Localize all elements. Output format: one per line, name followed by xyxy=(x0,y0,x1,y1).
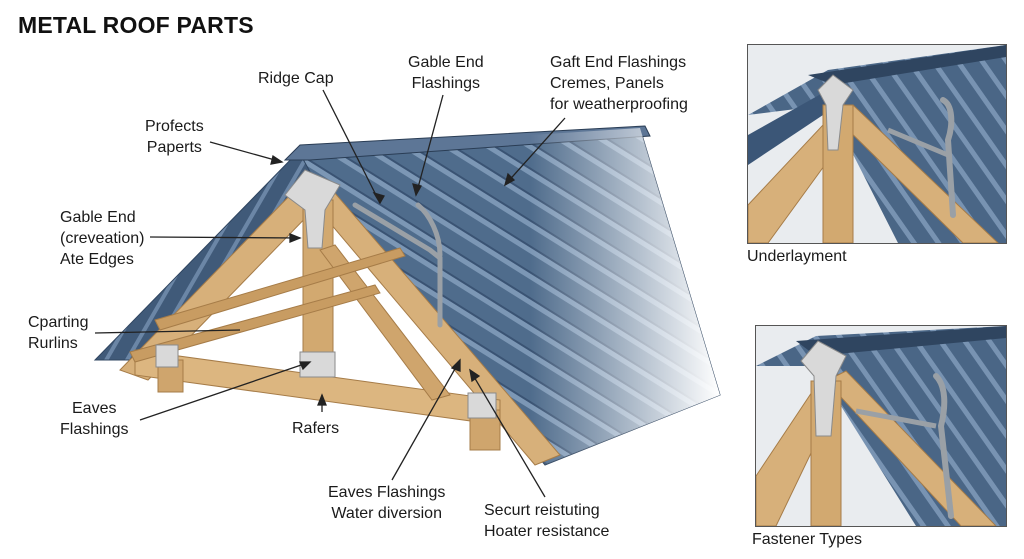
caption-underlayment: Underlayment xyxy=(747,248,847,265)
label-eaves-water-diversion: Eaves Flashings Water diversion xyxy=(328,484,446,522)
inset-fastener-types xyxy=(755,325,1007,527)
label-gaft-end-flashings: Gaft End Flashings Cremes, Panels for we… xyxy=(550,54,688,113)
ridge-plate xyxy=(284,169,341,249)
label-cparting-rurlins: Cparting Rurlins xyxy=(28,314,89,352)
label-eaves-flashings: Eaves Flashings xyxy=(60,400,129,438)
label-ridge-cap: Ridge Cap xyxy=(258,70,334,87)
right-heel-plate xyxy=(467,392,497,419)
label-profects-paperts: Profects Paperts xyxy=(145,118,204,156)
flashing-rod xyxy=(352,202,443,328)
page-title: METAL ROOF PARTS xyxy=(18,12,254,38)
label-rafers: Rafers xyxy=(292,420,340,437)
left-heel-plate xyxy=(155,344,179,368)
caption-fastener-types: Fastener Types xyxy=(752,531,862,548)
label-securt-resistance: Securt reistuting Hoater resistance xyxy=(484,502,610,540)
label-gable-end-edges: Gable End (creveation) Ate Edges xyxy=(60,209,145,268)
inset-underlayment xyxy=(747,44,1007,244)
label-gable-end-flashings: Gable End Flashings xyxy=(408,54,484,92)
